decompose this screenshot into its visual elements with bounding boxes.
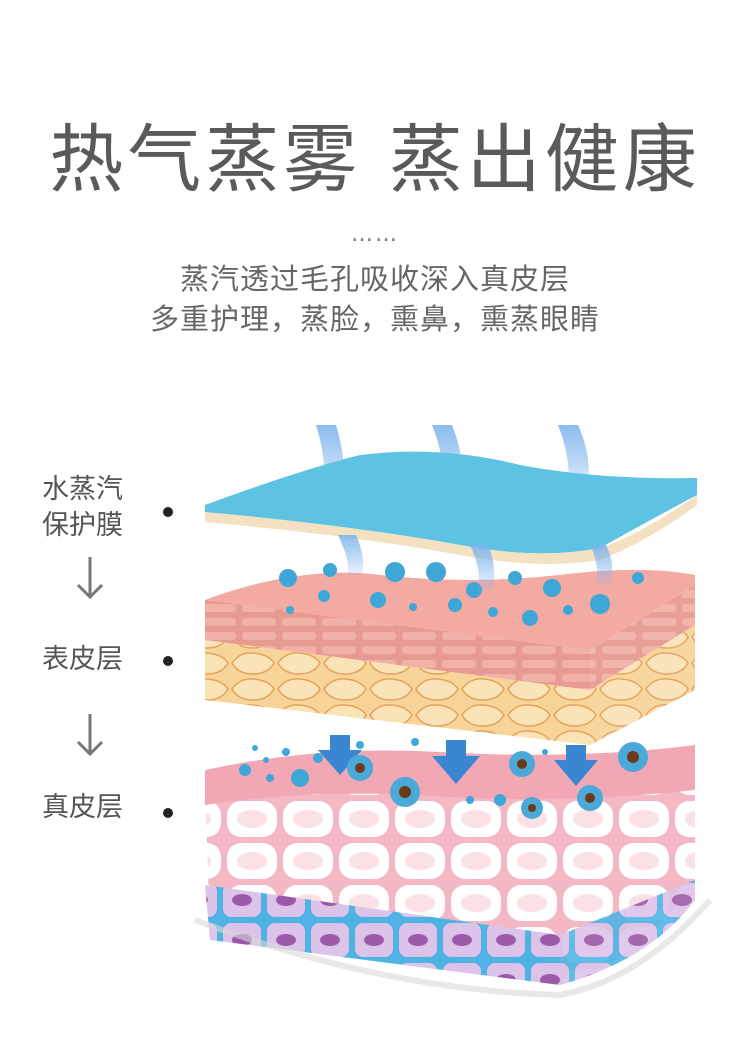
divider-dots: …… (351, 222, 399, 247)
steam-film-layer (205, 451, 697, 590)
description-line-1: 蒸汽透过毛孔吸收深入真皮层 (179, 262, 570, 296)
down-arrow-icon (76, 714, 104, 757)
steam-film-pointer-dot (163, 507, 173, 517)
epidermis-layer (205, 570, 695, 745)
headline: 热气蒸雾 蒸出健康 (49, 117, 701, 203)
description-line-2: 多重护理，蒸脸，熏鼻，熏蒸眼睛 (149, 302, 600, 336)
penetration-arrows (318, 735, 598, 786)
down-arrow-icon (76, 557, 104, 600)
water-droplets (239, 562, 644, 806)
cell-clusters (347, 742, 648, 819)
label-steam-film-line1: 水蒸汽 (42, 474, 123, 505)
epidermis-pointer-dot (163, 656, 173, 666)
dermis-pointer-dot (163, 808, 173, 818)
label-dermis: 真皮层 (42, 792, 123, 823)
label-epidermis: 表皮层 (42, 644, 123, 675)
label-steam-film-line2: 保护膜 (42, 510, 123, 541)
dermis-layer (193, 745, 713, 999)
